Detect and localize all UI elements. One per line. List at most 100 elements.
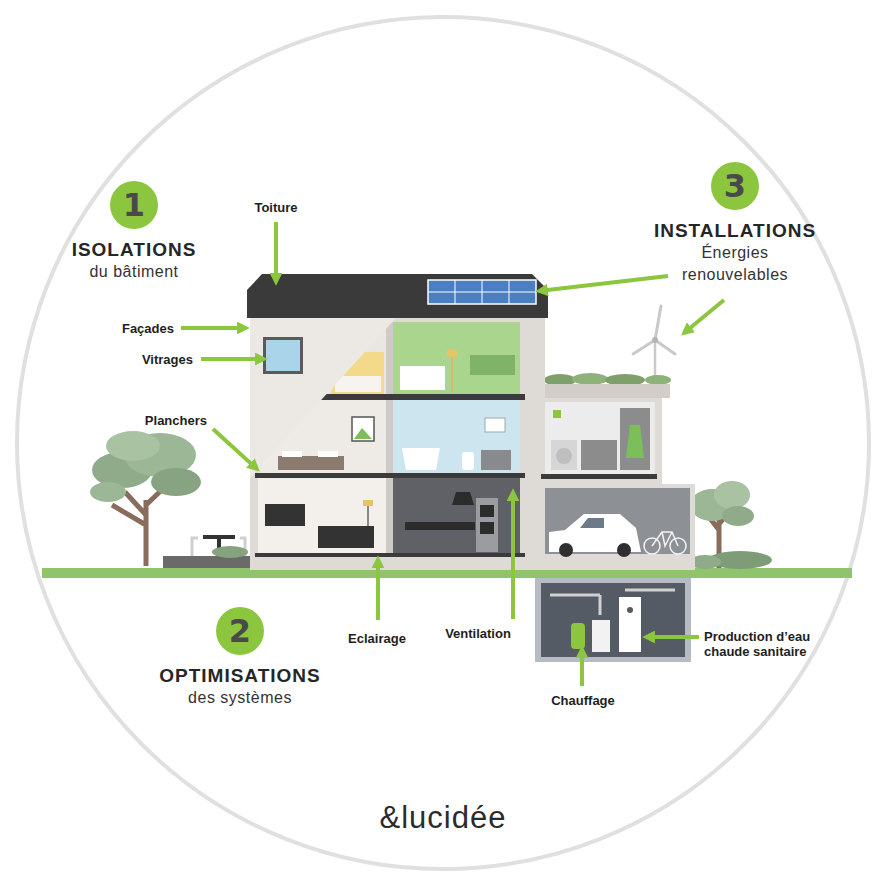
callout-circle: 2 bbox=[216, 607, 264, 655]
right-tree bbox=[689, 481, 772, 569]
callout-group: 3INSTALLATIONSÉnergies renouvelables bbox=[615, 162, 855, 286]
leader-arrow-part bbox=[274, 222, 278, 282]
wind-turbine-part bbox=[633, 306, 675, 354]
main-house-part bbox=[400, 366, 445, 390]
annex-part bbox=[538, 384, 670, 398]
basement-part bbox=[571, 623, 585, 649]
leader-arrow-part bbox=[213, 429, 257, 469]
section-subtitle: du bâtiment bbox=[59, 261, 209, 283]
part-label: Production d’eau chaude sanitaire bbox=[704, 629, 854, 659]
main-house-part bbox=[462, 452, 474, 470]
leader-arrow bbox=[181, 222, 724, 686]
main-house-part bbox=[386, 322, 393, 554]
main-house-part bbox=[480, 505, 494, 517]
leader-arrow-part bbox=[181, 326, 246, 330]
annex-part bbox=[551, 440, 577, 470]
leader-arrow-part bbox=[539, 276, 668, 291]
main-house-part bbox=[247, 274, 548, 318]
annex-part bbox=[652, 532, 678, 546]
left-tree-part bbox=[106, 431, 160, 461]
left-tree-part bbox=[151, 468, 201, 496]
wind-turbine bbox=[633, 306, 675, 378]
annex-part bbox=[617, 543, 631, 557]
terrace-part bbox=[203, 535, 235, 539]
main-house-part bbox=[541, 474, 657, 479]
part-label: Ventilation bbox=[445, 626, 511, 641]
frame-circle bbox=[17, 17, 869, 869]
main-house-part bbox=[405, 522, 475, 530]
main-house-part bbox=[250, 316, 545, 570]
main-house-part bbox=[250, 318, 396, 478]
annex-part bbox=[572, 373, 608, 385]
main-house-part bbox=[402, 448, 440, 470]
frame-circle-part bbox=[17, 17, 869, 869]
wind-turbine-part bbox=[654, 340, 657, 378]
callout-group: 1ISOLATIONSdu bâtiment bbox=[14, 181, 254, 283]
main-house-part bbox=[452, 492, 474, 505]
main-house-part bbox=[393, 400, 520, 473]
main-house-part bbox=[363, 500, 373, 506]
main-house-part bbox=[447, 350, 457, 357]
leader-arrow-part bbox=[376, 559, 380, 620]
main-house-part bbox=[476, 498, 498, 552]
leader-arrow-part bbox=[511, 492, 515, 619]
annex-part bbox=[559, 543, 573, 557]
main-house-part bbox=[255, 473, 525, 478]
annex-part bbox=[556, 448, 572, 464]
annex-part bbox=[645, 375, 671, 385]
right-tree-part bbox=[714, 481, 750, 509]
basement-part bbox=[550, 590, 675, 615]
main-house-part bbox=[318, 526, 374, 548]
leader-arrow-part bbox=[684, 300, 724, 333]
main-house-part bbox=[266, 340, 300, 371]
main-house-part bbox=[263, 337, 303, 374]
part-label: Chauffage bbox=[551, 693, 615, 708]
callout-circle: 1 bbox=[110, 181, 158, 229]
leader-arrow-part bbox=[646, 635, 699, 639]
part-label: Façades bbox=[122, 321, 174, 336]
callout-circle: 3 bbox=[711, 162, 759, 210]
main-house-part bbox=[393, 322, 520, 394]
main-house-part bbox=[428, 280, 536, 304]
annex bbox=[538, 373, 695, 570]
section-heading: INSTALLATIONS bbox=[615, 220, 855, 242]
annex-part bbox=[580, 518, 604, 528]
main-house-part bbox=[318, 451, 338, 457]
main-house-part bbox=[354, 428, 372, 439]
terrace-part bbox=[163, 556, 253, 568]
annex-part bbox=[538, 398, 662, 486]
basement-part bbox=[619, 597, 641, 652]
terrace-part bbox=[212, 546, 248, 558]
main-house-part bbox=[480, 522, 494, 534]
wind-turbine-part bbox=[652, 337, 658, 343]
part-label: Vitrages bbox=[142, 352, 193, 367]
callout-number: 2 bbox=[229, 607, 251, 655]
annex-part bbox=[553, 410, 561, 418]
section-subtitle: des systèmes bbox=[165, 687, 315, 709]
callout-number: 3 bbox=[724, 162, 746, 210]
main-house-part bbox=[485, 418, 505, 432]
brand-logo: &lucidée bbox=[380, 800, 507, 836]
main-house-part bbox=[481, 450, 511, 470]
annex-part bbox=[543, 402, 655, 474]
callout-group: 2OPTIMISATIONSdes systèmes bbox=[120, 607, 360, 709]
main-house-part bbox=[335, 376, 381, 392]
main-house-part bbox=[282, 451, 302, 457]
left-tree bbox=[90, 431, 201, 566]
main-house-part bbox=[278, 456, 344, 470]
annex-part bbox=[538, 484, 695, 570]
basement bbox=[535, 578, 691, 662]
main-house bbox=[247, 274, 657, 570]
annex-part bbox=[581, 440, 617, 470]
basement-part bbox=[627, 607, 633, 613]
main-house-part bbox=[367, 505, 369, 526]
annex-part bbox=[626, 425, 644, 458]
leader-arrow-part bbox=[201, 357, 264, 361]
part-label: Planchers bbox=[145, 413, 207, 428]
section-heading: OPTIMISATIONS bbox=[120, 665, 360, 687]
basement-part bbox=[592, 620, 610, 652]
main-house-part bbox=[470, 355, 515, 375]
callout-number: 1 bbox=[123, 181, 145, 229]
section-subtitle: Énergies renouvelables bbox=[660, 242, 810, 286]
